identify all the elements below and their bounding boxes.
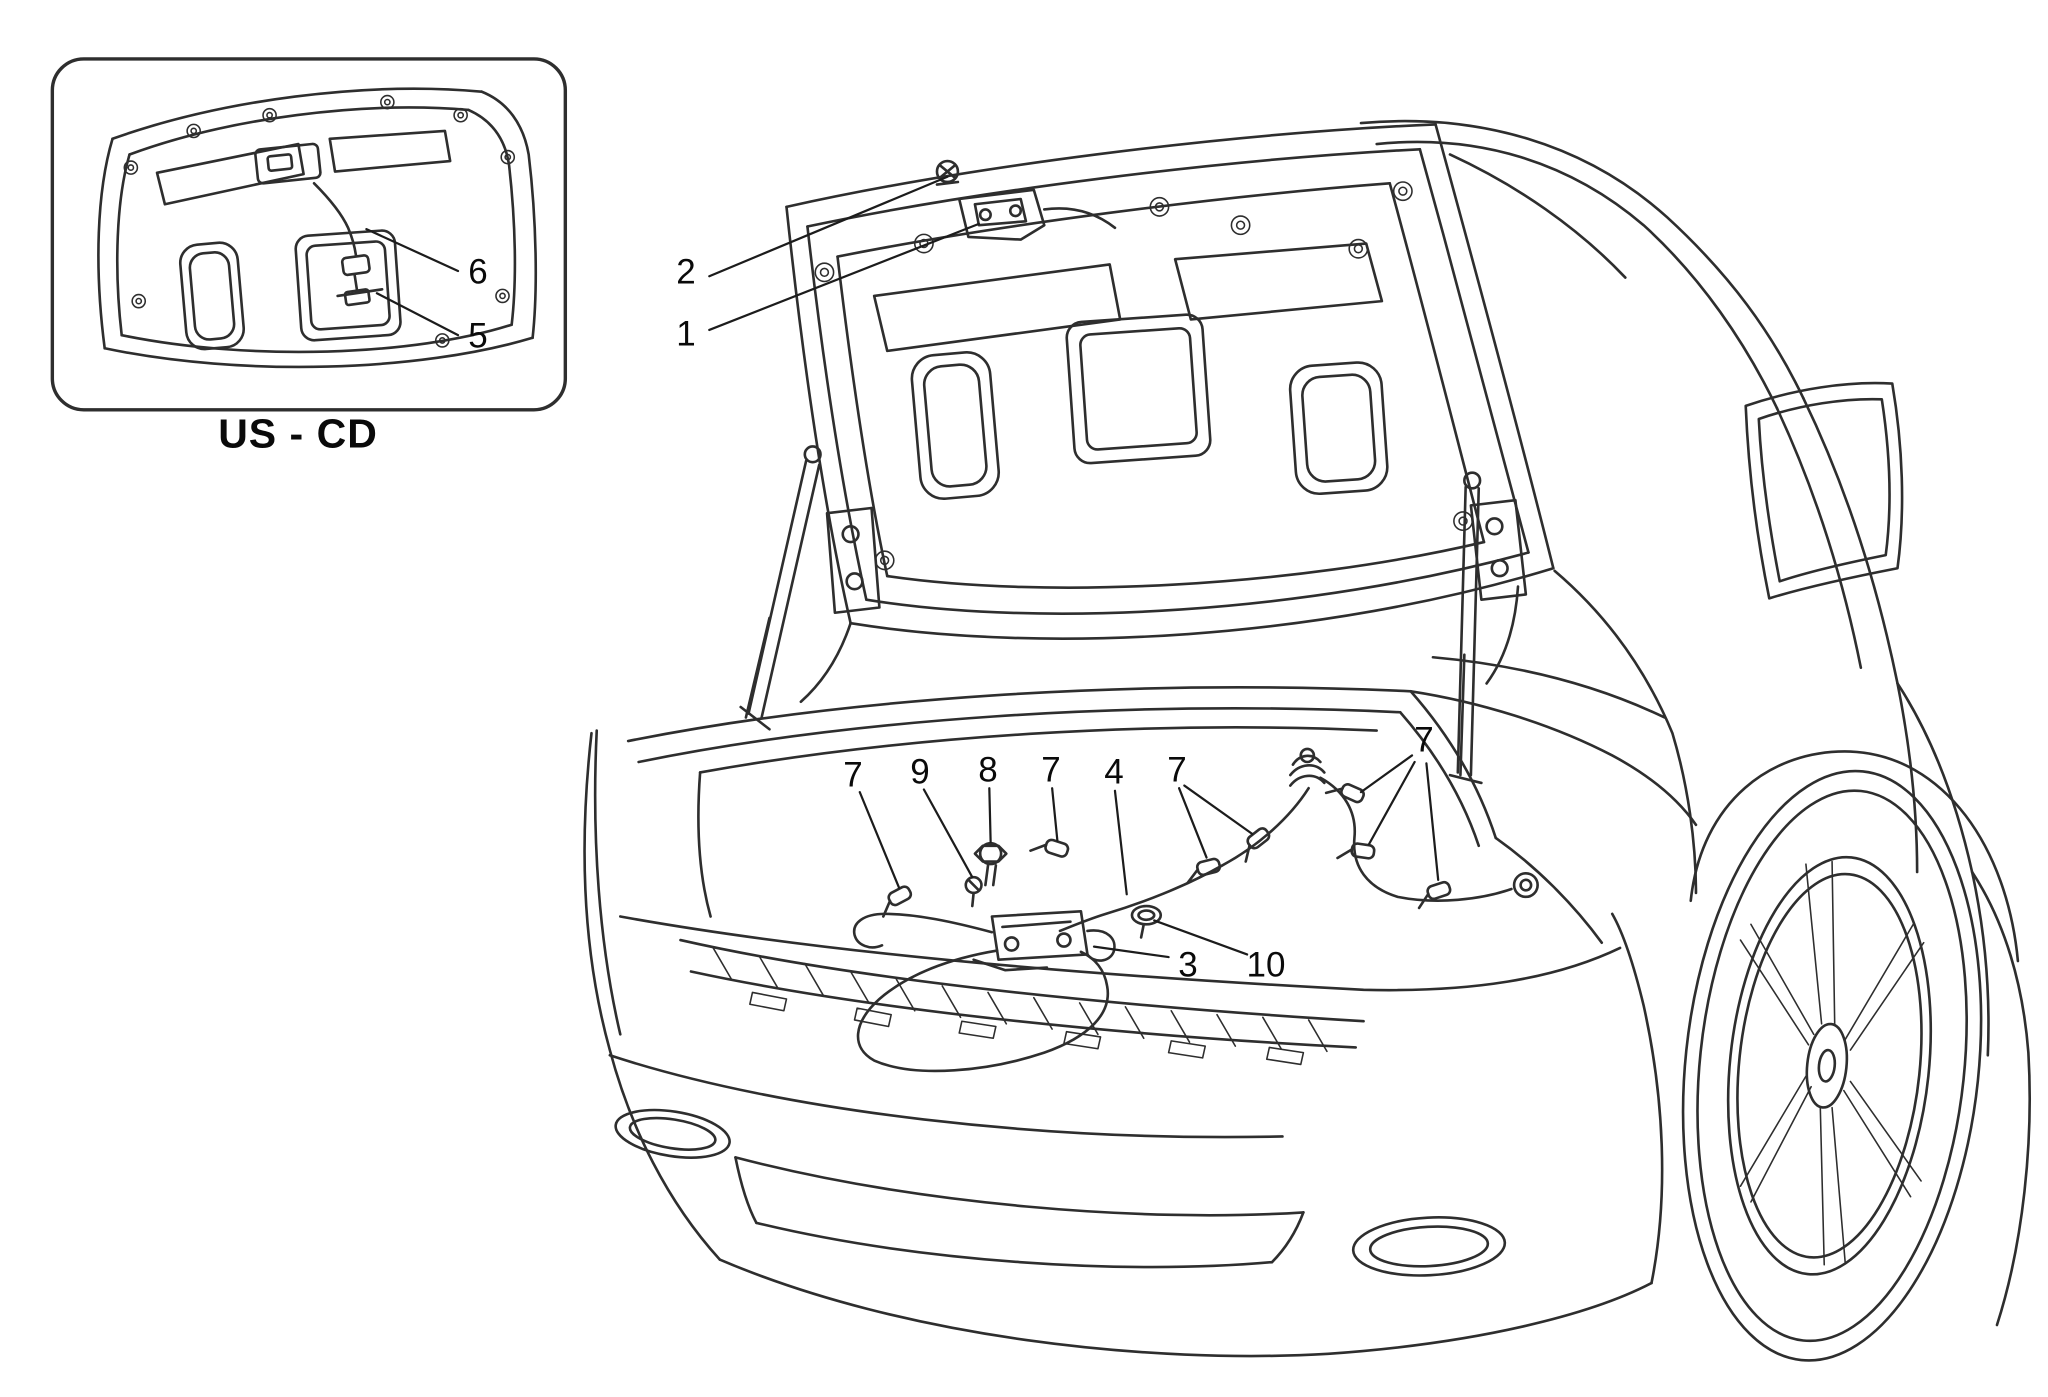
callout-6: 6 bbox=[468, 252, 488, 292]
inset-detail-box bbox=[50, 57, 568, 412]
callout-3: 3 bbox=[1178, 945, 1198, 985]
callout-2: 2 bbox=[676, 252, 696, 292]
wheel-spokes bbox=[1739, 860, 1925, 1266]
callout-7-upper: 7 bbox=[1414, 720, 1434, 760]
callout-7-mid: 7 bbox=[1041, 750, 1061, 790]
trunk-opening bbox=[593, 686, 1498, 1066]
car-body-outline bbox=[1359, 119, 2031, 1327]
rear-wheel bbox=[1681, 769, 1983, 1362]
gas-struts bbox=[739, 445, 1483, 785]
callout-8: 8 bbox=[978, 750, 998, 790]
inset-caption: US - CD bbox=[218, 410, 378, 457]
cable-clips bbox=[881, 783, 1452, 918]
callout-1: 1 bbox=[676, 314, 696, 354]
callout-7-right: 7 bbox=[1167, 750, 1187, 790]
trunk-hinges bbox=[799, 498, 1528, 704]
callout-7-left: 7 bbox=[843, 755, 863, 795]
rear-bumper bbox=[583, 731, 1664, 1358]
callout-4: 4 bbox=[1104, 752, 1124, 792]
callout-10: 10 bbox=[1246, 945, 1286, 985]
trunk-lid bbox=[785, 123, 1555, 704]
callout-9: 9 bbox=[910, 752, 930, 792]
trunk-latch bbox=[935, 159, 1117, 241]
release-cable-assembly bbox=[852, 747, 1539, 1073]
callout-5: 5 bbox=[468, 316, 488, 356]
leader-lines bbox=[365, 175, 1440, 959]
